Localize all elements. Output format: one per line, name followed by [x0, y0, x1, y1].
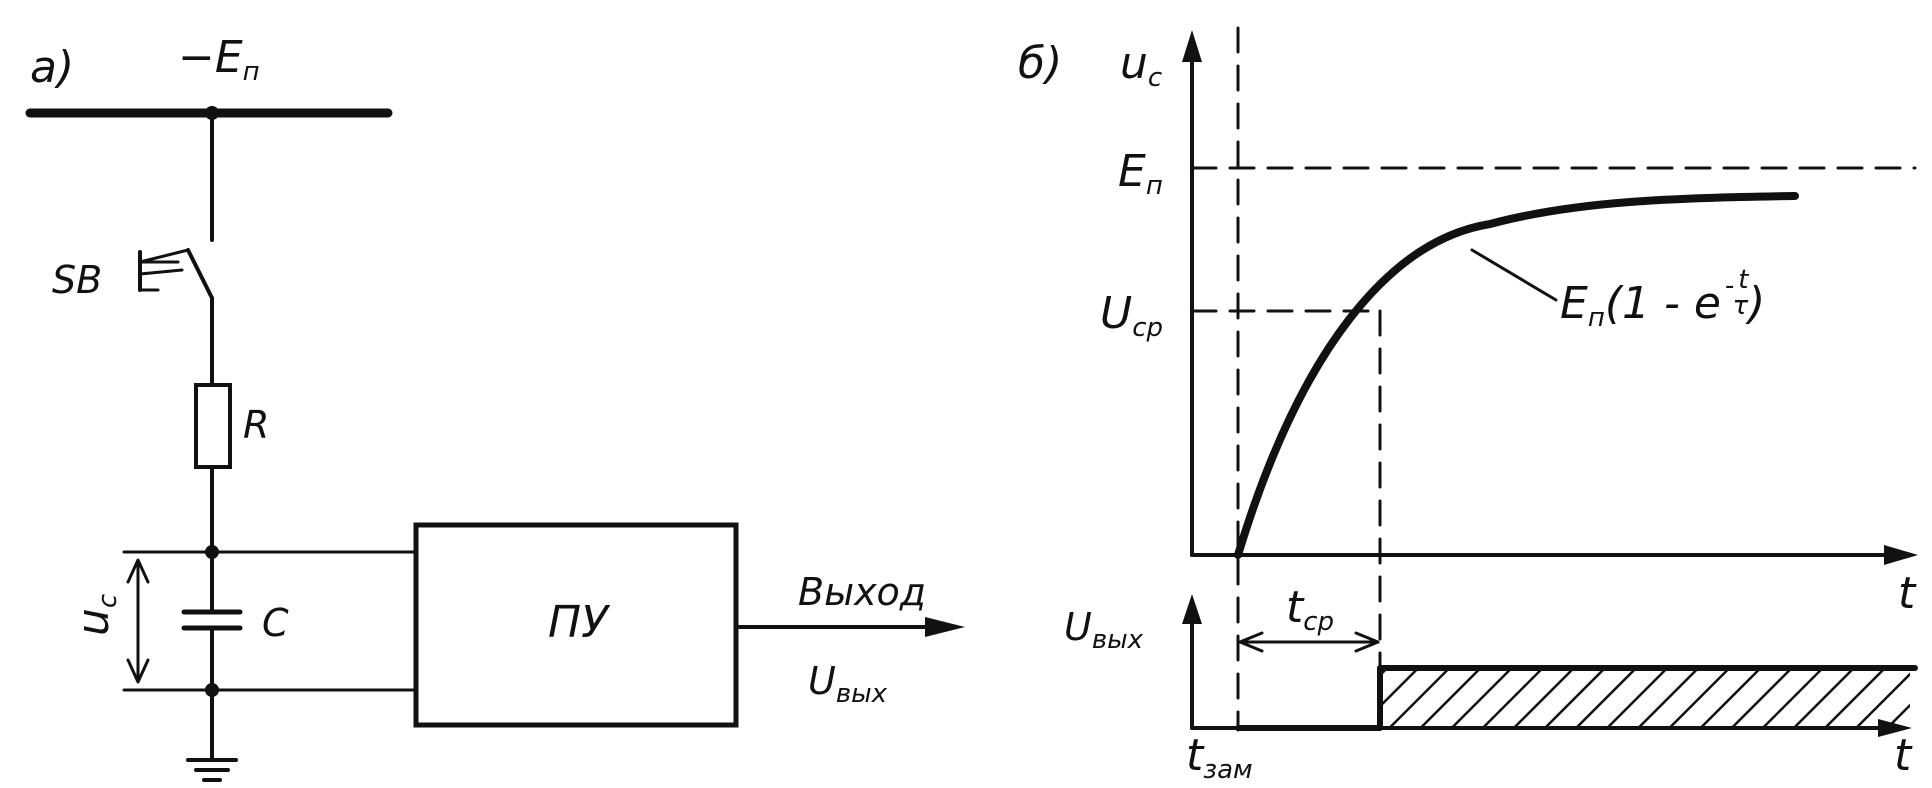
ep-level-label: Eп: [1118, 146, 1163, 201]
output-step-edge: [1235, 665, 1918, 731]
ground-symbol: [186, 688, 238, 782]
capacitor-label: C: [262, 601, 289, 645]
tcp-label: tср: [1286, 582, 1334, 637]
output-arrow: [734, 617, 965, 637]
panel-b-tag: б): [1018, 38, 1062, 89]
curve-annotation-leader: [1470, 248, 1558, 302]
output-step-hatch: [1380, 668, 1910, 728]
uc-axis-label: uc: [1120, 38, 1162, 93]
time-axis-bottom-label: t: [1894, 730, 1913, 781]
circuit-panel: а) −Eп SB R C: [25, 32, 965, 782]
cap-voltage-arrow: [126, 558, 150, 684]
resistor-label: R: [243, 403, 269, 447]
capacitor-c: [181, 550, 243, 692]
supply-label: −Eп: [178, 32, 260, 87]
uc-axis-arrow: [1182, 30, 1202, 62]
switch-sb: [138, 248, 214, 387]
switch-label: SB: [52, 258, 102, 302]
time-axis-top-arrow: [1884, 545, 1918, 565]
output-label: Выход: [798, 570, 926, 614]
ucp-level-label: Uср: [1100, 288, 1163, 343]
block-label: ПУ: [548, 597, 611, 648]
tcp-dimension-arrow: [1238, 631, 1380, 653]
time-axis-top-label: t: [1898, 568, 1917, 619]
uout-axis-arrow: [1182, 594, 1202, 624]
resistor-r: [194, 383, 232, 469]
cap-voltage-label: uc: [68, 594, 123, 636]
panel-a-tag: а): [30, 42, 74, 93]
charging-curve: [1234, 192, 1799, 559]
output-voltage-label: Uвых: [808, 659, 888, 709]
tzam-label: tзам: [1186, 730, 1253, 785]
uout-axis-label: Uвых: [1064, 605, 1144, 655]
